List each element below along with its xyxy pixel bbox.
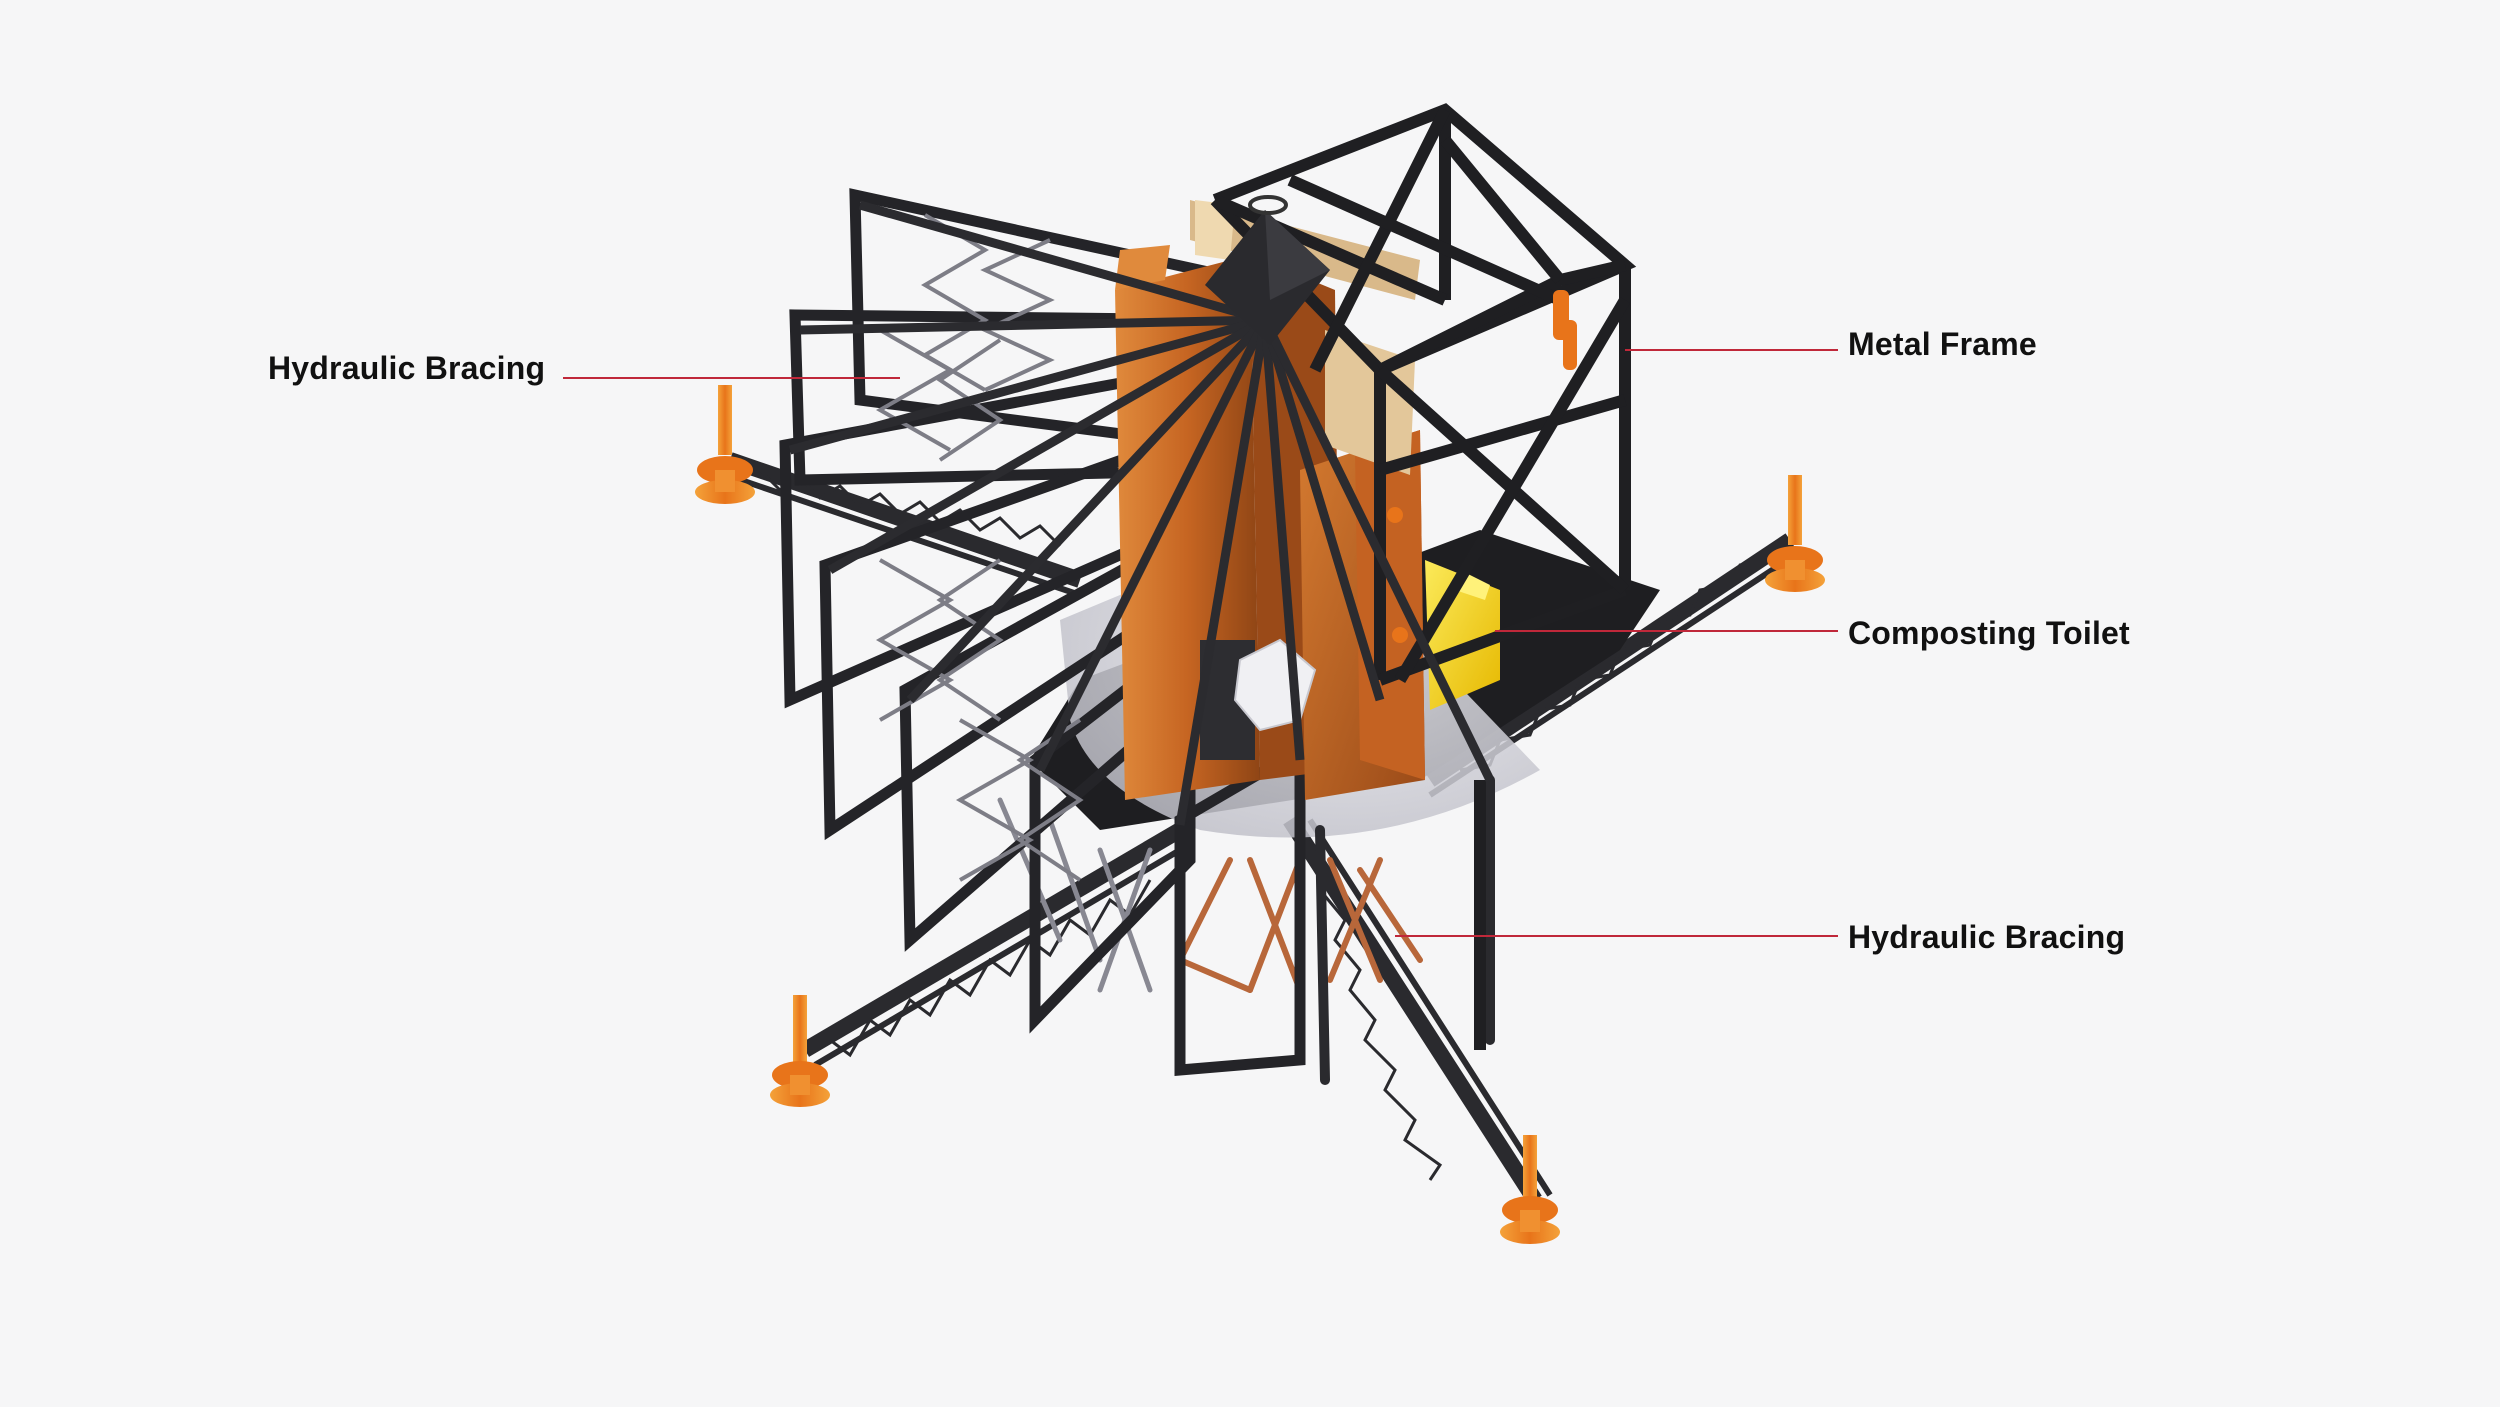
leader-lines bbox=[563, 349, 1838, 937]
frame-hinges bbox=[1387, 290, 1577, 643]
label-metal-frame: Metal Frame bbox=[1848, 326, 2037, 362]
leveling-feet bbox=[695, 385, 1825, 1244]
metal-frame bbox=[1210, 103, 1637, 1050]
label-composting-toilet: Composting Toilet bbox=[1848, 615, 2130, 651]
foot-right bbox=[1765, 475, 1825, 592]
foot-bottom-left bbox=[770, 995, 830, 1107]
top-hub bbox=[788, 195, 1495, 826]
label-hydraulic-bracing-top: Hydraulic Bracing bbox=[268, 350, 546, 386]
foot-left bbox=[695, 385, 755, 504]
label-hydraulic-bracing-bottom: Hydraulic Bracing bbox=[1848, 919, 2126, 955]
foot-bottom-right bbox=[1500, 1135, 1560, 1244]
